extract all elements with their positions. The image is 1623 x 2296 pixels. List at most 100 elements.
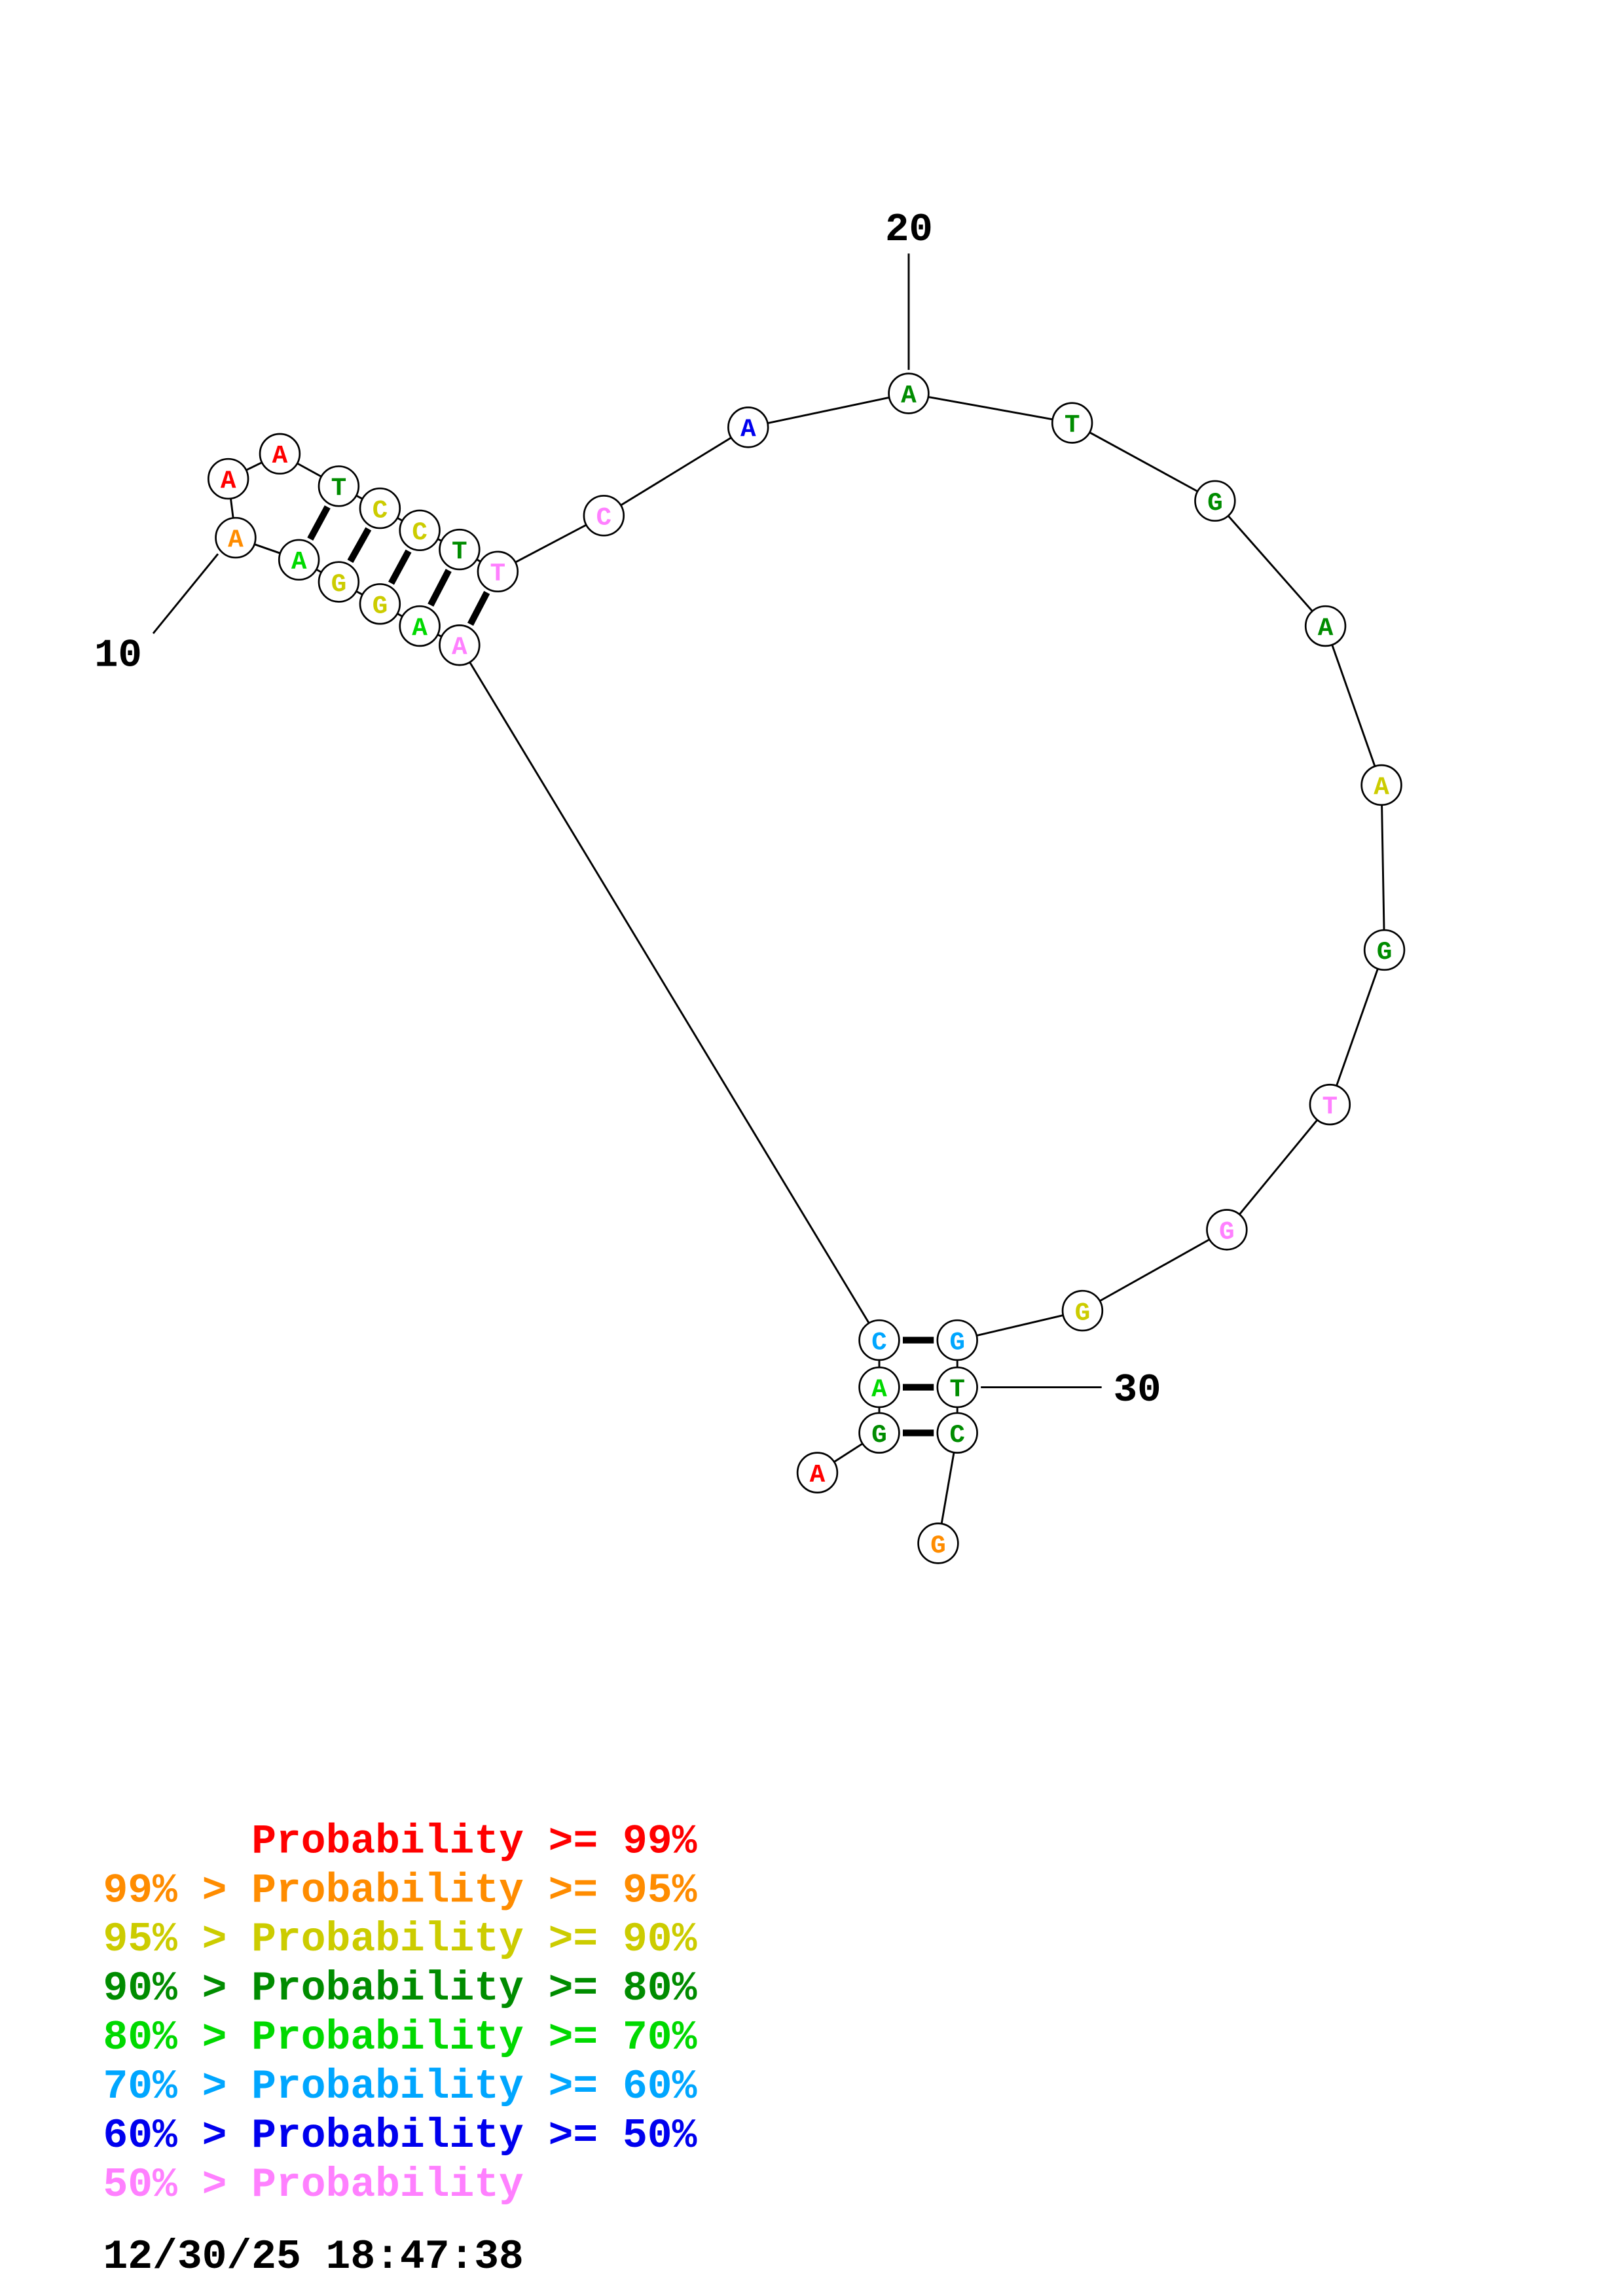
nucleotide-circle — [359, 583, 401, 625]
backbone-segment — [255, 543, 280, 554]
nucleotide-circle — [1309, 1083, 1351, 1126]
nucleotide-circle — [1061, 1289, 1104, 1332]
nucleotide-base-letter: A — [871, 1374, 887, 1404]
basepair-bond — [307, 505, 331, 541]
nucleotide-base-letter: G — [1075, 1298, 1091, 1327]
backbone-segment — [397, 613, 403, 617]
nucleotide-circle — [399, 509, 441, 552]
nucleotide-circle — [917, 1522, 959, 1564]
sequence-position-label: 20 — [885, 207, 933, 253]
nucleotide-circle — [477, 550, 519, 593]
backbone-segment — [297, 463, 321, 477]
nucleotide-circle — [858, 1319, 900, 1361]
nucleotide-26: T — [1309, 1083, 1351, 1126]
nucleotide-base-letter: A — [412, 613, 428, 643]
timestamp: 12/30/25 18:47:38 — [103, 2234, 523, 2280]
backbone-segment — [437, 634, 442, 637]
nucleotide-23: A — [1304, 605, 1347, 647]
nucleotide-circle — [439, 624, 481, 666]
nucleotide-7: G — [359, 583, 401, 625]
nucleotide-32: G — [917, 1522, 959, 1564]
nucleotide-circle — [1051, 402, 1093, 444]
nucleotide-circle — [727, 406, 769, 448]
sequence-position-label: 10 — [94, 633, 142, 678]
nucleotide-13: T — [318, 465, 360, 507]
nucleotide-base-letter: A — [228, 525, 244, 554]
nucleotide-14: C — [359, 487, 401, 529]
nucleotide-17: T — [477, 550, 519, 593]
legend-entry: 60% > Probability >= 50% — [103, 2113, 697, 2159]
nucleotide-circle — [858, 1412, 900, 1454]
nucleotide-circle — [858, 1366, 900, 1408]
nucleotide-base-letter: C — [596, 503, 612, 533]
nucleotide-18: C — [583, 495, 625, 537]
nucleotide-1: A — [796, 1452, 839, 1494]
nucleotide-base-letter: A — [740, 415, 756, 444]
probability-legend: Probability >= 99%99% > Probability >= 9… — [103, 1818, 697, 2208]
nucleotide-base-letter: A — [810, 1460, 826, 1490]
nucleotide-19: A — [727, 406, 769, 448]
basepair-bond — [467, 590, 490, 626]
backbone-segment — [477, 559, 481, 562]
nucleotide-8: G — [318, 561, 360, 603]
nucleotide-circle — [888, 372, 930, 414]
nucleotide-21: T — [1051, 402, 1093, 444]
position-label-layer: 10 20 30 — [94, 207, 1161, 1413]
backbone-segment — [1331, 645, 1376, 766]
nucleotide-base-letter: T — [949, 1374, 965, 1404]
legend-entry: 70% > Probability >= 60% — [103, 2064, 697, 2110]
backbone-layer — [230, 396, 1385, 1524]
nucleotide-circle — [359, 487, 401, 529]
nucleotide-circle — [1304, 605, 1347, 647]
basepair-bond — [388, 549, 412, 585]
nucleotide-circle — [936, 1366, 978, 1408]
nucleotide-circle — [796, 1452, 839, 1494]
basepair-bond — [347, 527, 372, 564]
nucleotide-base-letter: A — [272, 441, 288, 471]
sequence-position-label: 30 — [1114, 1368, 1161, 1413]
nucleotide-11: A — [207, 457, 249, 500]
nucleotide-circle — [207, 457, 249, 500]
nucleotide-circle — [439, 528, 481, 571]
nucleotide-base-letter: T — [1322, 1092, 1338, 1121]
nucleotide-29: G — [936, 1319, 978, 1361]
nucleotide-circle — [278, 539, 320, 581]
nucleotide-base-letter: T — [331, 474, 347, 503]
nucleotide-circle — [318, 465, 360, 507]
backbone-segment — [356, 590, 363, 596]
nucleotide-15: C — [399, 509, 441, 552]
nucleotide-base-letter: T — [452, 537, 467, 566]
backbone-segment — [940, 1453, 955, 1524]
backbone-segment — [834, 1443, 863, 1463]
nucleotide-base-letter: T — [1065, 410, 1080, 440]
backbone-segment — [356, 495, 363, 499]
backbone-segment — [1381, 805, 1385, 929]
nucleotide-base-letter: G — [1219, 1217, 1235, 1247]
nucleotide-3: A — [858, 1366, 900, 1408]
nucleotide-circle — [1360, 764, 1402, 806]
nucleotide-base-letter: T — [490, 559, 506, 588]
nucleotide-circle — [1363, 929, 1406, 971]
nucleotide-5: A — [439, 624, 481, 666]
nucleotide-circle — [259, 433, 301, 475]
nucleotide-base-letter: C — [412, 518, 428, 547]
backbone-segment — [469, 662, 869, 1323]
nucleotide-base-letter: G — [930, 1531, 946, 1560]
nucleotide-9: A — [278, 539, 320, 581]
nucleotide-30: T — [936, 1366, 978, 1408]
backbone-segment — [1100, 1238, 1210, 1302]
nucleotide-base-letter: C — [871, 1327, 887, 1357]
nucleotide-base-letter: G — [331, 569, 347, 599]
nucleotide-10: A — [215, 516, 257, 559]
nucleotide-circle — [1194, 480, 1236, 522]
backbone-segment — [397, 517, 403, 522]
nucleotide-base-letter: A — [291, 547, 307, 577]
legend-entry: Probability >= 99% — [251, 1818, 697, 1865]
nucleotide-16: T — [439, 528, 481, 571]
backbone-segment — [1228, 515, 1313, 611]
backbone-segment — [621, 437, 731, 506]
legend-entry: 95% > Probability >= 90% — [103, 1916, 697, 1963]
nucleotide-20: A — [888, 372, 930, 414]
nucleotide-24: A — [1360, 764, 1402, 806]
